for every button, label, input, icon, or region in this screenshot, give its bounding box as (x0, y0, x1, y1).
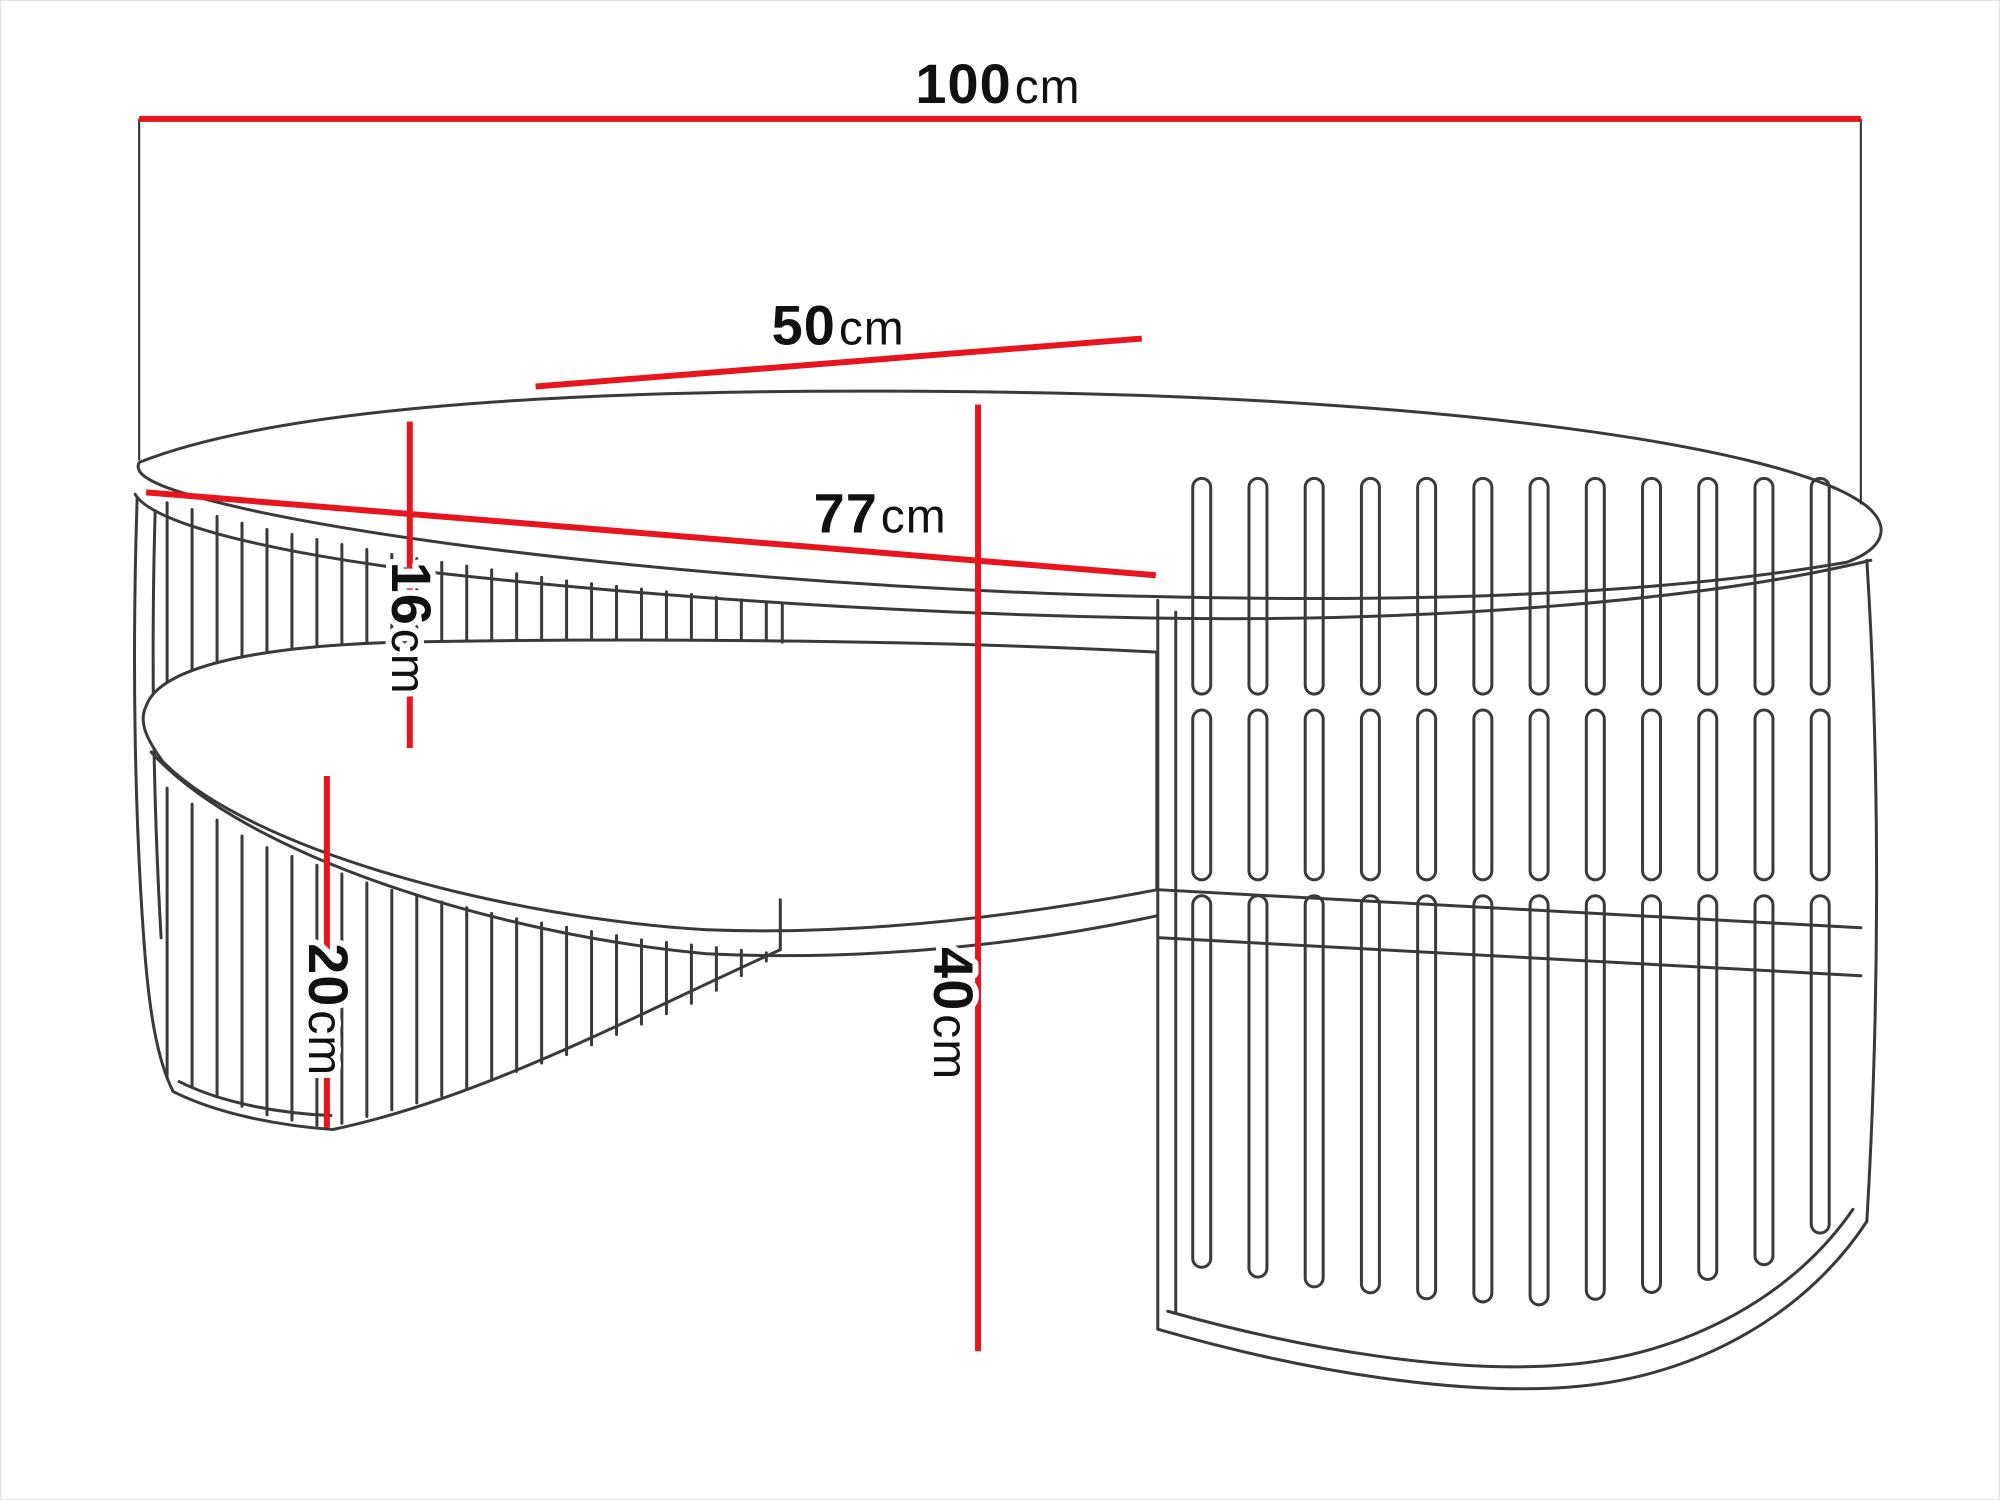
left-wall-outer-edge (133, 496, 146, 946)
drum-slat (1359, 894, 1381, 1295)
tabletop-face (136, 389, 1883, 600)
shelf-front-rim (149, 750, 1159, 958)
drum-slat (1809, 476, 1831, 696)
label-inner-width: 77cm (814, 481, 947, 544)
drum-slat (1528, 894, 1550, 1307)
drum-slat (1641, 476, 1663, 696)
drum-slat (1472, 708, 1494, 882)
drum-slat (1416, 476, 1438, 696)
drum-slat (1809, 894, 1831, 1235)
drum-slat (1809, 708, 1831, 882)
left-wall-lower-slats (165, 786, 768, 1127)
shelf-top-face (141, 638, 1159, 933)
drum-slat (1584, 708, 1606, 882)
label-top-depth: 50cm (772, 294, 905, 357)
dimension-labels: 100cm 50cm 77cm 16cm 20cm 40cm (291, 46, 1086, 1086)
drum-slat (1247, 708, 1269, 882)
drum-right-edge (1865, 558, 1879, 1223)
drum-slat (1303, 476, 1325, 696)
drum-bottom-rim-outer (1156, 1219, 1869, 1391)
drum-shelf-through-line-top (1158, 888, 1863, 930)
drum-slat (1303, 708, 1325, 882)
drum-slat (1191, 708, 1213, 882)
right-drum (1156, 476, 1879, 1391)
drum-slat (1303, 894, 1325, 1289)
drum-slat (1584, 894, 1606, 1301)
drum-slat (1247, 894, 1269, 1279)
drum-slat (1191, 894, 1213, 1269)
drum-slat (1753, 894, 1775, 1267)
drum-slat (1472, 894, 1494, 1304)
drum-bottom-rim-inner (1166, 1207, 1855, 1369)
left-wall-base-arc (142, 898, 782, 1131)
drum-slats (1191, 476, 1831, 1307)
drum-slat (1416, 708, 1438, 882)
label-overall-width: 100cm (915, 52, 1080, 115)
drum-slat (1472, 476, 1494, 696)
drum-slat (1191, 476, 1213, 696)
drum-slat (1528, 708, 1550, 882)
drum-slat (1641, 894, 1663, 1294)
dimension-lines (138, 115, 1862, 1352)
drum-slat (1359, 476, 1381, 696)
drum-slat (1584, 476, 1606, 696)
drum-slat (1416, 894, 1438, 1301)
drum-slat (1697, 894, 1719, 1281)
label-shelf-gap: 16cm (380, 562, 443, 695)
dimension-line-top-depth (535, 335, 1143, 390)
drum-slat (1359, 708, 1381, 882)
drum-slat (1247, 476, 1269, 696)
drum-slat (1697, 476, 1719, 696)
label-base-opening: 20cm (297, 943, 360, 1076)
drum-slat (1641, 708, 1663, 882)
drum-slat (1753, 476, 1775, 696)
table-drawing (133, 389, 1883, 1391)
tabletop-rim-underside (133, 492, 1873, 621)
label-overall-height: 40cm (922, 947, 985, 1080)
drum-slat (1697, 708, 1719, 882)
drum-shelf-through-line-bottom (1158, 936, 1863, 978)
dimension-line-inner-width (145, 489, 1157, 579)
drum-slat (1753, 708, 1775, 882)
drum-slat (1528, 476, 1550, 696)
left-wall-base-inner-line (177, 1080, 333, 1118)
